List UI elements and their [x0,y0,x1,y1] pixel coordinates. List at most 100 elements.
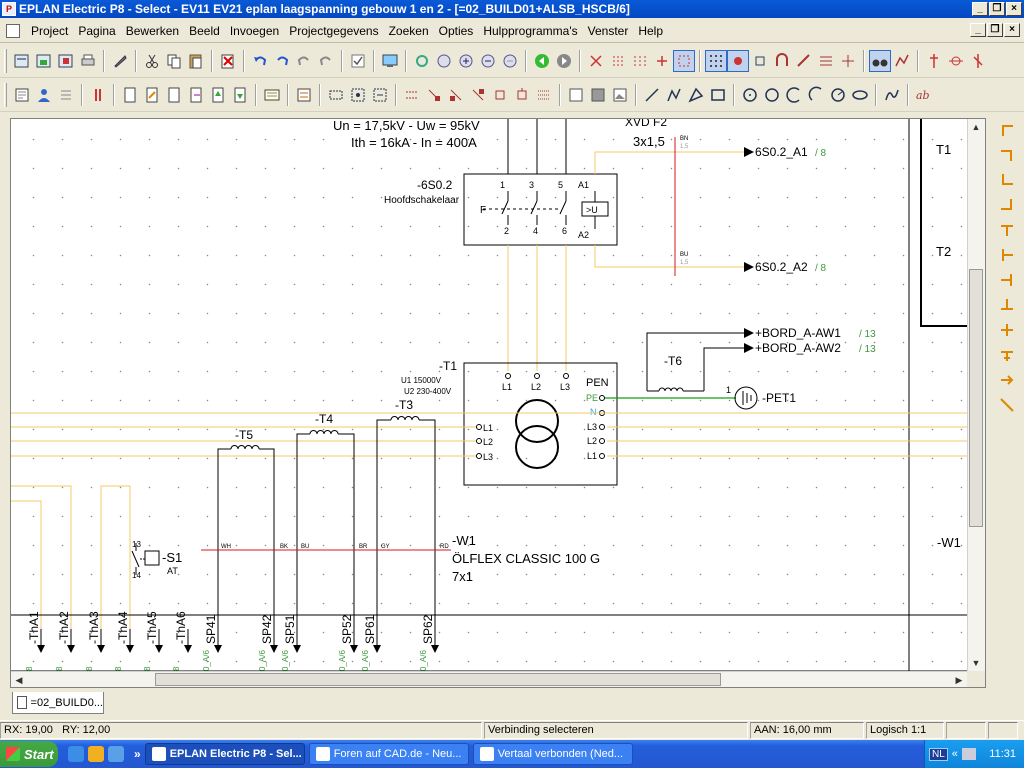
interruption-arrow[interactable] [37,645,45,653]
user-icon[interactable] [33,84,55,106]
open-project-icon[interactable] [33,50,55,72]
target-a2[interactable]: 6S0.2_A2 [755,260,808,274]
zoom-out-icon[interactable] [477,50,499,72]
macro-icon[interactable] [815,50,837,72]
symbol-7-icon[interactable] [533,84,555,106]
angle-br-icon[interactable] [995,193,1019,217]
print-icon[interactable] [77,50,99,72]
close-button[interactable]: × [1006,2,1022,16]
interruption-ref[interactable]: 0_A/6 [419,650,428,671]
menu-zoeken[interactable]: Zoeken [388,23,429,38]
cross-reference-icon[interactable] [945,50,967,72]
page-move-icon[interactable] [185,84,207,106]
bord-aw2-ref[interactable]: / 13 [859,344,876,355]
interruption-label[interactable]: -ThA5 [145,611,159,644]
doc-close-button[interactable]: × [1004,23,1020,37]
forward-icon[interactable] [553,50,575,72]
new-project-icon[interactable] [11,50,33,72]
t-right-icon[interactable] [995,243,1019,267]
connection-symbol-4-icon[interactable] [651,50,673,72]
task-forum[interactable]: Foren auf CAD.de - Neu... [308,743,469,765]
s1[interactable]: -S1 [162,550,182,565]
clock[interactable]: 11:31 [989,748,1016,760]
snap-icon[interactable] [727,49,749,72]
navigator-icon[interactable] [261,84,283,106]
interruption-label[interactable]: -ThA4 [116,611,130,644]
zoom-window-icon[interactable] [433,50,455,72]
vertical-scrollbar[interactable]: ▲ ▼ [967,119,985,671]
interruption-arrow[interactable] [214,645,222,653]
redo-icon[interactable] [293,50,315,72]
main-switch-box[interactable] [463,173,618,246]
device-1-icon[interactable] [325,84,347,106]
interruption-arrow[interactable] [270,645,278,653]
double-t-icon[interactable] [995,343,1019,367]
undo-list-icon[interactable] [271,50,293,72]
check-icon[interactable] [347,50,369,72]
graph-icon[interactable] [891,50,913,72]
interruption-arrow[interactable] [373,645,381,653]
copy-format-icon[interactable] [837,50,859,72]
connection-symbol-5-icon[interactable] [673,49,695,72]
toolbar-grip[interactable] [4,48,7,73]
interruption-label[interactable]: SP51 [283,614,297,644]
symbol-1-icon[interactable] [401,84,423,106]
network-icon[interactable] [961,748,976,760]
project-copy-icon[interactable] [55,50,77,72]
interruption-arrow[interactable] [97,645,105,653]
bord-aw1[interactable]: +BORD_A-AW1 [755,326,841,340]
menu-project[interactable]: Project [31,23,69,38]
interruption-arrow[interactable] [155,645,163,653]
scroll-down-arrow[interactable]: ▼ [971,658,981,668]
transformer-t1-box[interactable] [463,362,618,486]
bord-aw2[interactable]: +BORD_A-AW2 [755,341,841,355]
symbol-2-icon[interactable] [423,84,445,106]
t-down-icon[interactable] [995,218,1019,242]
delete-icon[interactable] [217,50,239,72]
text-icon[interactable] [565,84,587,106]
eplan-app-icon[interactable]: P [2,2,16,16]
number-icon[interactable] [55,84,77,106]
interruption-arrow[interactable] [431,645,439,653]
monitor-icon[interactable] [379,50,401,72]
menu-hulpprogrammas[interactable]: Hulpprogramma's [483,23,578,38]
connection-symbol-3-icon[interactable] [629,50,651,72]
language-indicator[interactable]: NL [929,747,948,761]
page-prev-icon[interactable] [163,84,185,106]
interruption-ref[interactable]: 0_A/6 [361,650,370,671]
grid-icon[interactable] [705,49,727,72]
angle-tr-icon[interactable] [995,143,1019,167]
line-icon[interactable] [641,84,663,106]
binoculars-icon[interactable] [869,49,891,72]
schematic-canvas[interactable]: Un = 17,5kV - Uw = 95kV Ith = 16kA - In … [11,119,967,671]
magnet-icon[interactable] [771,50,793,72]
circle-2-icon[interactable] [761,84,783,106]
interruption-ref[interactable]: 0_A/6 [338,650,347,671]
rectangle-icon[interactable] [707,84,729,106]
interruption-arrow[interactable] [350,645,358,653]
t-up-icon[interactable] [995,293,1019,317]
interruption-label[interactable]: -ThA2 [57,611,71,644]
target-a1[interactable]: 6S0.2_A1 [755,145,808,159]
internet-explorer-icon[interactable] [68,746,84,762]
menu-beeld[interactable]: Beeld [189,23,220,38]
interruption-arrow[interactable] [126,645,134,653]
interruption-label[interactable]: -ThA1 [27,611,41,644]
interruption-ref[interactable]: 8 [172,666,181,671]
arc-2-icon[interactable] [805,84,827,106]
back-icon[interactable] [531,50,553,72]
angle-tl-icon[interactable] [995,118,1019,142]
symbol-6-icon[interactable] [511,84,533,106]
cut-icon[interactable] [141,50,163,72]
interruption-ref[interactable]: 8 [85,666,94,671]
symbol-4-icon[interactable] [467,84,489,106]
zoom-100-icon[interactable] [499,50,521,72]
ortho-icon[interactable] [749,50,771,72]
start-button[interactable]: Start [0,741,58,767]
device-3-icon[interactable] [369,84,391,106]
menu-pagina[interactable]: Pagina [78,23,116,38]
page-properties-icon[interactable] [11,84,33,106]
angle-bl-icon[interactable] [995,168,1019,192]
menu-help[interactable]: Help [638,23,664,38]
arc-3-icon[interactable] [827,84,849,106]
